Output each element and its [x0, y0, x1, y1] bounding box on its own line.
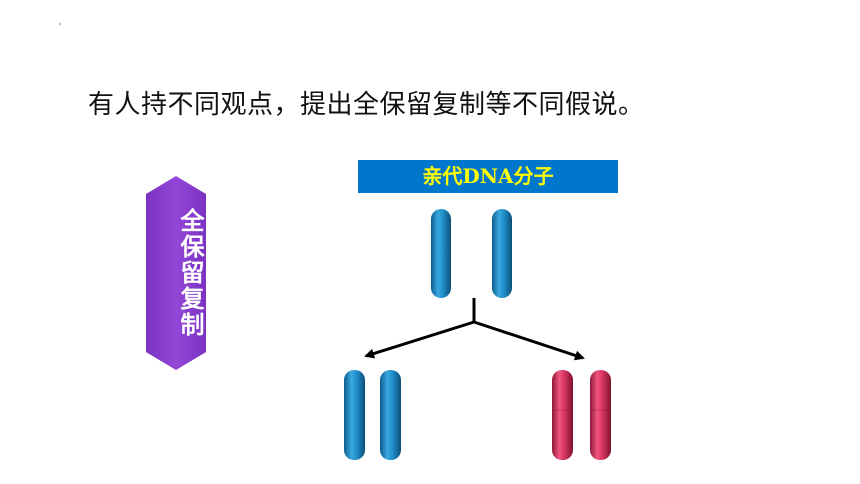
parent-dna-banner: 亲代DNA分子: [358, 160, 618, 193]
daughter1-strand-left: [344, 370, 365, 460]
headline-text: 有人持不同观点，提出全保留复制等不同假说。: [88, 90, 645, 120]
arrow-right: [473, 320, 585, 361]
slide-dot: [59, 23, 61, 25]
daughter2-strand-left: [552, 370, 573, 460]
side-label-hexagon: 全保留复制: [146, 176, 206, 370]
daughter1-strand-right: [380, 370, 401, 460]
parent-strand-left: [431, 209, 451, 298]
parent-strand-right: [492, 209, 512, 298]
hexagon-shape: [146, 176, 206, 370]
daughter2-strand-right: [590, 370, 611, 460]
arrow-left: [364, 320, 475, 359]
side-label-text: 全保留复制: [176, 208, 204, 338]
